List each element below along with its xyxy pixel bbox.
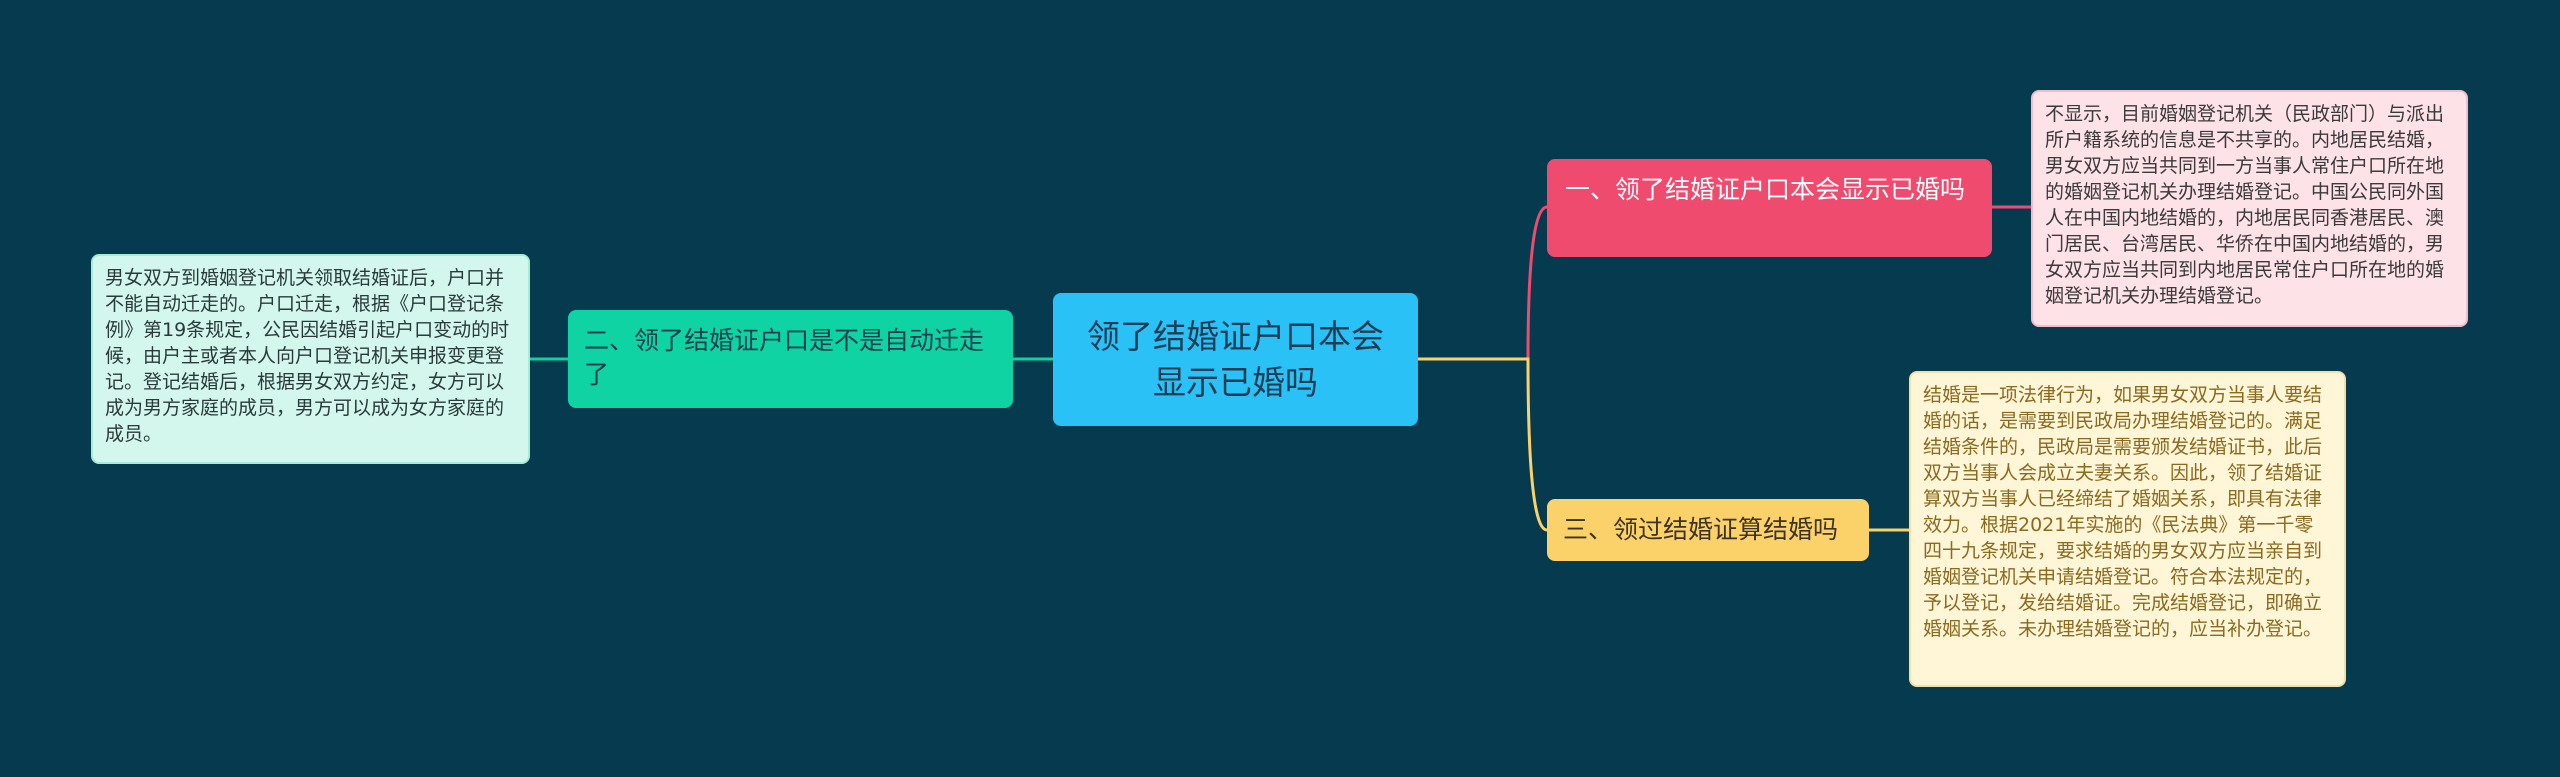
branch-2-detail[interactable]: 男女双方到婚姻登记机关领取结婚证后，户口并不能自动迁走的。户口迁走，根据《户口登… — [91, 254, 530, 464]
branch-2[interactable]: 二、领了结婚证户口是不是自动迁走了 — [568, 310, 1013, 408]
link-center-branch3 — [1418, 357, 1548, 532]
branch-2-label: 二、领了结婚证户口是不是自动迁走了 — [584, 326, 985, 389]
link-center-branch1 — [1418, 205, 1548, 361]
branch-1-detail-text: 不显示，目前婚姻登记机关（民政部门）与派出所户籍系统的信息是不共享的。内地居民结… — [2045, 103, 2445, 307]
branch-1[interactable]: 一、领了结婚证户口本会显示已婚吗 — [1547, 159, 1992, 257]
branch-1-detail[interactable]: 不显示，目前婚姻登记机关（民政部门）与派出所户籍系统的信息是不共享的。内地居民结… — [2031, 90, 2468, 327]
branch-3-detail-text: 结婚是一项法律行为，如果男女双方当事人要结婚的话，是需要到民政局办理结婚登记的。… — [1923, 384, 2323, 640]
branch-2-detail-text: 男女双方到婚姻登记机关领取结婚证后，户口并不能自动迁走的。户口迁走，根据《户口登… — [105, 267, 510, 445]
branch-1-label: 一、领了结婚证户口本会显示已婚吗 — [1565, 175, 1966, 204]
central-topic-label: 领了结婚证户口本会显示已婚吗 — [1087, 316, 1384, 402]
central-topic[interactable]: 领了结婚证户口本会显示已婚吗 — [1053, 293, 1418, 426]
branch-3-label: 三、领过结婚证算结婚吗 — [1563, 515, 1839, 544]
branch-3[interactable]: 三、领过结婚证算结婚吗 — [1547, 499, 1869, 561]
branch-3-detail[interactable]: 结婚是一项法律行为，如果男女双方当事人要结婚的话，是需要到民政局办理结婚登记的。… — [1909, 371, 2346, 687]
